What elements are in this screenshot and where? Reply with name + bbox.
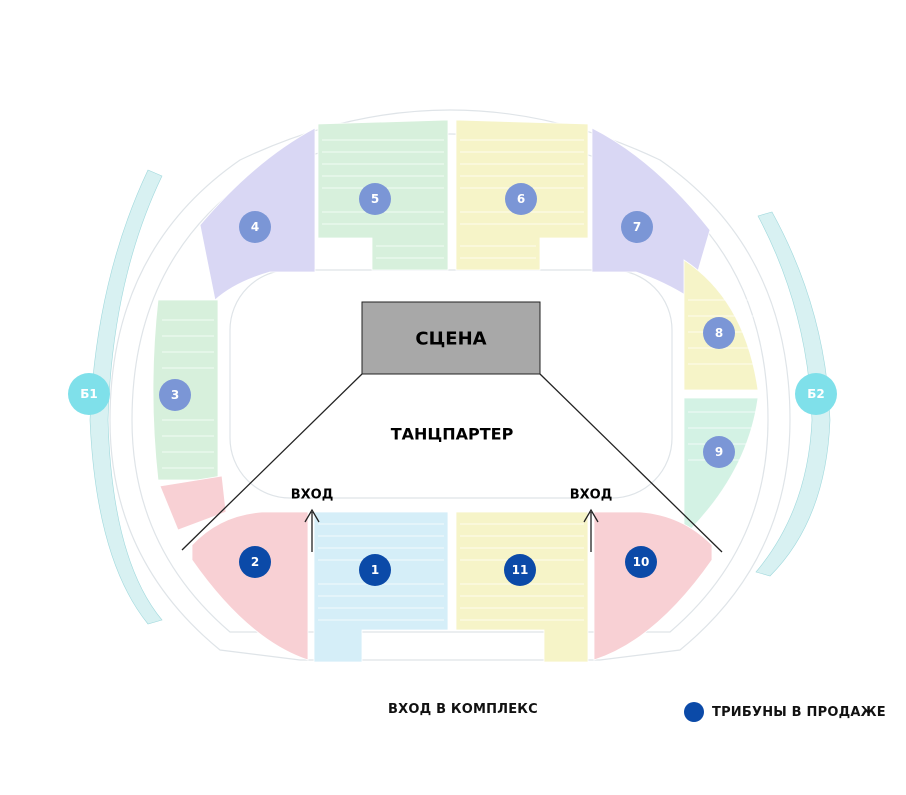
sector-1-label: 1 [371, 563, 379, 577]
sector-2-label: 2 [251, 555, 259, 569]
sector-b2-label: Б2 [807, 387, 825, 401]
sector-11-circle [504, 554, 536, 586]
sector-11-label: 11 [512, 563, 529, 577]
sector-10-label: 10 [633, 555, 650, 569]
entry-left[interactable]: ВХОД [291, 488, 334, 553]
sector-3-label: 3 [171, 388, 179, 402]
sector-7-label: 7 [633, 220, 641, 234]
sector-3-marker[interactable]: 3 [159, 379, 191, 411]
dance-floor-outline [181, 373, 723, 553]
sector-5-label: 5 [371, 192, 379, 206]
sector-b1-circle [68, 373, 110, 415]
seating-tiers [152, 119, 759, 663]
sector-4-label: 4 [251, 220, 259, 234]
stage-label: СЦЕНА [415, 329, 486, 350]
stage[interactable]: СЦЕНА [361, 301, 541, 375]
sector-6-marker[interactable]: 6 [505, 183, 537, 215]
sector-2-circle [239, 546, 271, 578]
sector-b1-label: Б1 [80, 387, 98, 401]
dance-floor-label: ТАНЦПАРТЕР [391, 425, 514, 444]
sector-4-marker[interactable]: 4 [239, 211, 271, 243]
sector-b1-marker[interactable]: Б1 [68, 373, 110, 415]
sector-2-marker[interactable]: 2 [239, 546, 271, 578]
sector-b2-marker[interactable]: Б2 [795, 373, 837, 415]
sector-10-marker[interactable]: 10 [625, 546, 657, 578]
legend-on-sale-dot [684, 702, 704, 722]
sector-7-marker[interactable]: 7 [621, 211, 653, 243]
legend-on-sale-label: ТРИБУНЫ В ПРОДАЖЕ [712, 704, 886, 720]
legend-complex-entry: ВХОД В КОМПЛЕКС [388, 702, 538, 717]
sector-8-label: 8 [715, 326, 723, 340]
sector-1-circle [359, 554, 391, 586]
sector-8-marker[interactable]: 8 [703, 317, 735, 349]
entry-right[interactable]: ВХОД [570, 488, 613, 553]
sector-11-marker[interactable]: 11 [504, 554, 536, 586]
sector-9-label: 9 [715, 445, 723, 459]
sector-markers: 1 2 3 4 5 6 7 8 9 10 11 Б1 Б2 [68, 183, 837, 586]
sector-9-circle [703, 436, 735, 468]
sector-7-circle [621, 211, 653, 243]
legend-on-sale: ТРИБУНЫ В ПРОДАЖЕ [684, 702, 886, 722]
sector-5-marker[interactable]: 5 [359, 183, 391, 215]
entry-right-label: ВХОД [570, 488, 613, 503]
sector-1-marker[interactable]: 1 [359, 554, 391, 586]
sector-3-circle [159, 379, 191, 411]
entry-left-label: ВХОД [291, 488, 334, 503]
sector-10-circle [625, 546, 657, 578]
sector-6-label: 6 [517, 192, 525, 206]
sector-5-circle [359, 183, 391, 215]
sector-9-marker[interactable]: 9 [703, 436, 735, 468]
sector-8-circle [703, 317, 735, 349]
sector-4-circle [239, 211, 271, 243]
box-strip-right [755, 211, 831, 577]
sector-6-circle [505, 183, 537, 215]
sector-b2-circle [795, 373, 837, 415]
box-strip-left [89, 169, 163, 625]
